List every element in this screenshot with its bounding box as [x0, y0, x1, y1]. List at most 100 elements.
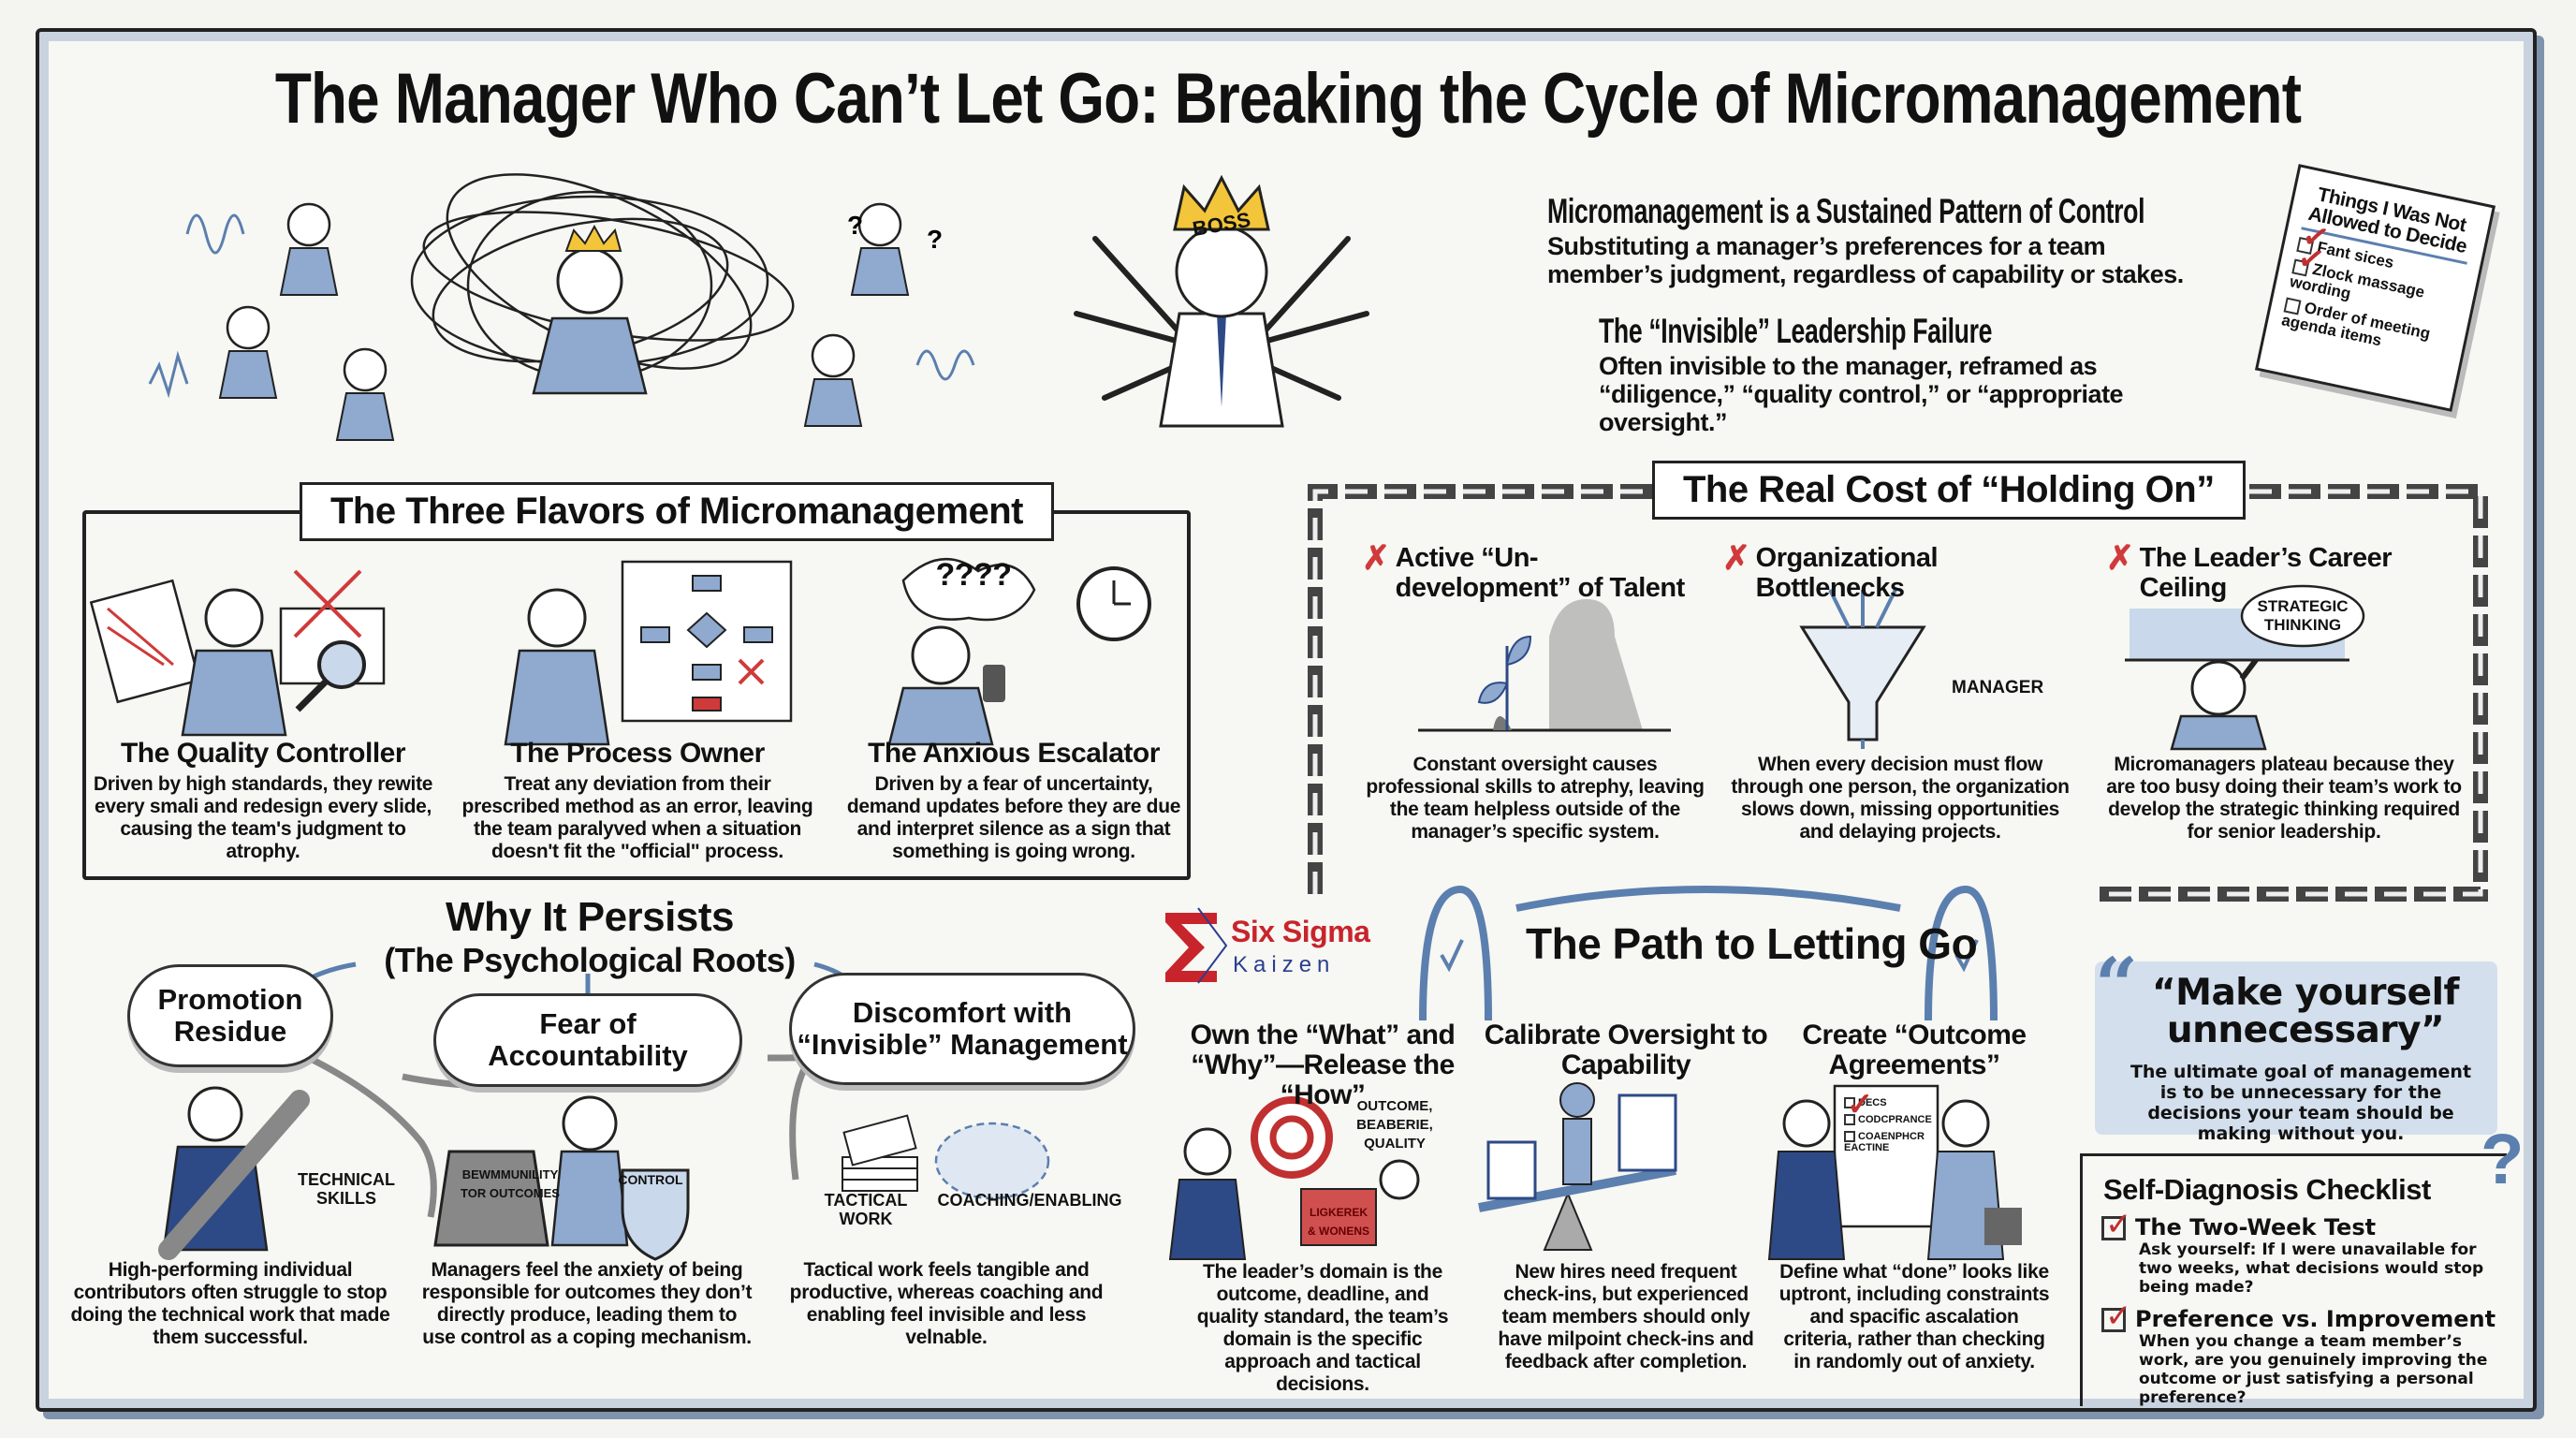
notepad: Things I Was Not Allowed to Decide Fant … [2254, 164, 2496, 412]
root-illustration-label: COACHING/ENABLING [937, 1191, 1122, 1210]
agreement-item: COAENPHCR EACTINE [1844, 1131, 1933, 1153]
cost-item-desc: Constant oversight causes professional s… [1366, 754, 1705, 843]
strategic-thinking-label: STRATEGIC THINKING [2257, 597, 2349, 634]
definition-text: Substituting a manager’s preferences for… [1547, 232, 2184, 288]
quote-desc: The ultimate goal of management is to be… [2130, 1062, 2472, 1144]
boss-illustration: BOSS [1058, 173, 1385, 435]
chain-border [1306, 482, 2490, 903]
roots-drawing [158, 961, 1050, 1261]
persists-illustrations [94, 936, 1142, 1261]
root-illustration-label: TACTICAL WORK [824, 1191, 908, 1228]
sigma-logo-icon [1165, 907, 1228, 984]
checkbox-icon [1844, 1086, 1874, 1123]
invisible-text: Often invisible to the manager, reframed… [1599, 352, 2124, 436]
weight-shield-figure [433, 1095, 690, 1261]
checkbox-icon[interactable] [2101, 1298, 2132, 1335]
agreement-item-label: CODCPRANCE [1858, 1114, 1932, 1126]
flavor-name: The Quality Controller [120, 738, 406, 769]
path-title: The Path to Letting Go [1526, 919, 1978, 968]
cost-item-title-text: Organizational Bottlenecks [1755, 543, 1939, 603]
cost-title: The Real Cost of “Holding On” [1652, 461, 2246, 520]
persists-title: Why It Persists [446, 894, 734, 940]
flavors-drawing [89, 557, 1151, 746]
cost-illustrations: MANAGER STRATEGIC THINKING [1362, 584, 2466, 751]
root-cloud: Discomfort with “Invisible” Management [789, 973, 1135, 1085]
svg-text:?: ? [927, 225, 943, 254]
flavor-name: The Process Owner [510, 738, 765, 769]
x-mark-icon: ✗ [1362, 538, 1390, 577]
flavors-illustrations: ???? [89, 552, 1179, 749]
persists-subtitle: (The Psychological Roots) [384, 941, 796, 979]
checkbox-icon [1844, 1131, 1855, 1143]
brand-name: Six Sigma [1231, 915, 1370, 948]
checklist-item-desc: When you change a team member’s work, ar… [2139, 1332, 2488, 1407]
funnel-figure [1799, 589, 1926, 749]
funnel-label: MANAGER [1952, 678, 2044, 697]
x-mark-icon: ✗ [2106, 538, 2134, 577]
x-mark-icon: ✗ [1722, 538, 1750, 577]
path-step-title: Calibrate Oversight to Capability [1484, 1020, 1768, 1080]
svg-text:?: ? [847, 211, 863, 240]
path-arch [1404, 880, 2012, 1030]
quality-controller-figure [89, 569, 386, 737]
flavor-desc: Driven by high standards, they rewite ev… [93, 773, 433, 862]
question-mark-icon: ? [2481, 1120, 2524, 1199]
path-step-desc: Define what “done” looks like uptront, i… [1778, 1261, 2050, 1372]
cost-item-title-text: The Leader’s Career Ceiling [2139, 543, 2393, 603]
agreement-item: DECS [1844, 1086, 1933, 1123]
root-illustration-label: BEWMMUNILITY TOR OUTCOMES [461, 1167, 560, 1200]
agreement-item-label: COAENPHCR EACTINE [1844, 1131, 1925, 1154]
path-step-desc: The leader’s domain is the outcome, dead… [1196, 1261, 1449, 1395]
root-desc: Managers feel the anxiety of being respo… [421, 1259, 753, 1348]
toolbox-label: LIGKEREK & WONENS [1308, 1206, 1369, 1238]
scribble-chaos-drawing: ?? [148, 173, 975, 441]
quote-mark-icon: “ [2095, 941, 2138, 1029]
cost-drawing [1418, 584, 2365, 751]
path-step-desc: New hires need frequent check-ins, but e… [1498, 1261, 1754, 1372]
cost-item-title: ✗Active “Un-development” of Talent [1362, 538, 1708, 604]
checkbox-icon[interactable] [2101, 1206, 2132, 1243]
brand-logo: Six Sigma Kaizen [1156, 903, 1371, 988]
seesaw-figure [1478, 1082, 1677, 1251]
wrench-figure [158, 1086, 310, 1260]
root-illustration-label: TECHNICAL SKILLS [298, 1170, 395, 1208]
checklist-item-title: The Two-Week Test [2135, 1214, 2377, 1240]
many-armed-boss-drawing [1074, 174, 1369, 428]
root-desc: Tactical work feels tangible and product… [789, 1259, 1104, 1348]
path-illustrations: OUTCOME, BEABERIE, QUALITY LIGKEREK & WO… [1168, 1082, 2059, 1264]
papers-cloud-figure [842, 1114, 1050, 1200]
checklist-panel: ? Self-Diagnosis Checklist The Two-Week … [2080, 1120, 2524, 1407]
anxious-escalator-figure [887, 557, 1151, 746]
root-cloud: Fear of Accountability [433, 993, 742, 1087]
definition-heading: Micromanagement is a Sustained Pattern o… [1547, 192, 2145, 230]
cost-item-desc: When every decision must flow through on… [1731, 754, 2070, 843]
cost-item-title: ✗The Leader’s Career Ceiling [2106, 538, 2462, 604]
target-label: OUTCOME, BEABERIE, QUALITY [1356, 1098, 1433, 1152]
agreement-item: CODCPRANCE [1844, 1114, 1933, 1126]
flavor-desc: Treat any deviation from their prescribe… [461, 773, 813, 862]
cost-item-title: ✗Organizational Bottlenecks [1722, 538, 2078, 604]
checklist-item-desc: Ask yourself: If I were unavailable for … [2139, 1240, 2484, 1297]
quote-card: “ “Make yourself unnecessary” The ultima… [2095, 941, 2497, 1144]
quote-text: “Make yourself unnecessary” [2152, 972, 2459, 1051]
flavor-name: The Anxious Escalator [868, 738, 1160, 769]
chain-border-drawing [1308, 484, 2488, 902]
target-figure [1168, 1096, 1420, 1260]
escalator-question-marks: ???? [935, 557, 1012, 593]
arch-drawing [1419, 885, 1998, 1021]
root-cloud: Promotion Residue [127, 964, 333, 1067]
flavor-desc: Driven by a fear of uncertainty, demand … [846, 773, 1181, 862]
root-illustration-label: CONTROL [618, 1172, 683, 1187]
checkbox-icon [2291, 257, 2310, 276]
poster-title: The Manager Who Can’t Let Go: Breaking t… [274, 59, 2302, 139]
checkbox-icon [1844, 1114, 1855, 1126]
checkbox-icon [2283, 297, 2302, 315]
path-drawing [1168, 1082, 2022, 1260]
